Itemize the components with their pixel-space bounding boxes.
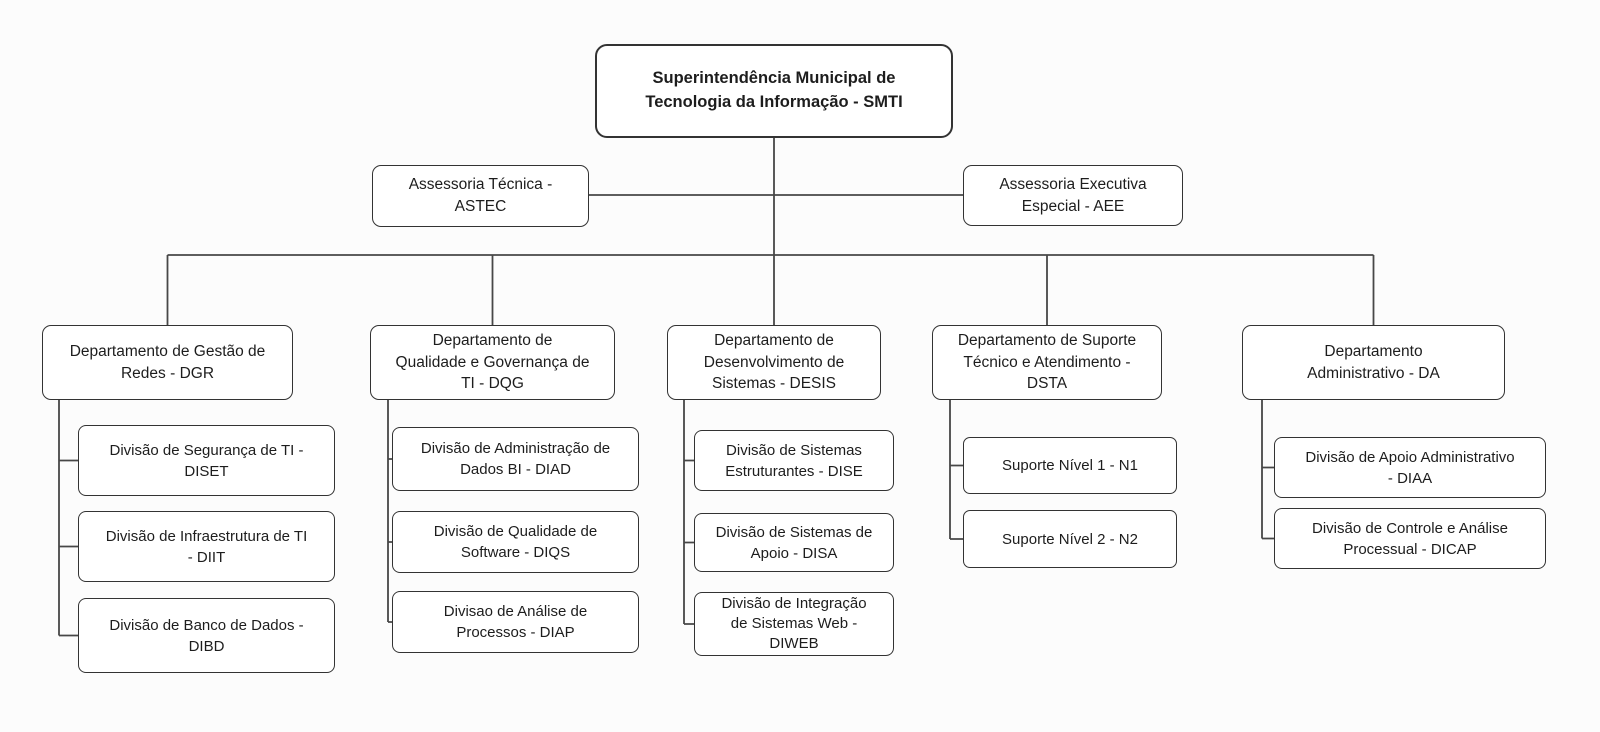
org-node-diap-label: Divisao de Análise de Processos - DIAP [443,603,588,641]
org-node-smti: Superintendência Municipal de Tecnologia… [595,44,953,138]
org-node-dsta-label: Departamento de Suporte Técnico e Atendi… [957,331,1137,393]
org-node-dqg: Departamento de Qualidade e Governança d… [370,325,615,400]
org-node-diweb: Divisão de Integração de Sistemas Web - … [694,592,894,656]
org-node-desis: Departamento de Desenvolvimento de Siste… [667,325,881,400]
org-node-diaa: Divisão de Apoio Administrativo - DIAA [1274,437,1546,498]
org-node-n1-label: Suporte Nível 1 - N1 [1002,457,1138,474]
org-node-diaa-label: Divisão de Apoio Administrativo - DIAA [1305,448,1515,487]
org-node-n2: Suporte Nível 2 - N2 [963,510,1177,568]
org-node-diit-label: Divisão de Infraestrutura de TI - DIIT [105,527,308,566]
org-node-diset: Divisão de Segurança de TI - DISET [78,425,335,496]
org-node-dgr-label: Departamento de Gestão de Redes - DGR [69,342,266,382]
org-node-diad-label: Divisão de Administração de Dados BI - D… [420,440,611,478]
org-node-dsta: Departamento de Suporte Técnico e Atendi… [932,325,1162,400]
org-node-dibd: Divisão de Banco de Dados - DIBD [78,598,335,673]
org-node-disa-label: Divisão de Sistemas de Apoio - DISA [715,523,873,562]
org-node-da: Departamento Administrativo - DA [1242,325,1505,400]
org-node-dise: Divisão de Sistemas Estruturantes - DISE [694,430,894,491]
org-node-dicap: Divisão de Controle e Análise Processual… [1274,508,1546,569]
org-node-astec-label: Assessoria Técnica - ASTEC [408,176,553,215]
org-node-diap: Divisao de Análise de Processos - DIAP [392,591,639,653]
org-node-desis-label: Departamento de Desenvolvimento de Siste… [703,331,845,393]
org-node-da-label: Departamento Administrativo - DA [1307,342,1440,382]
org-node-n2-label: Suporte Nível 2 - N2 [1002,530,1138,548]
org-node-dicap-label: Divisão de Controle e Análise Processual… [1312,519,1508,558]
org-node-aee-label: Assessoria Executiva Especial - AEE [999,175,1147,215]
org-node-dgr: Departamento de Gestão de Redes - DGR [42,325,293,400]
org-node-aee: Assessoria Executiva Especial - AEE [963,165,1183,226]
org-node-astec: Assessoria Técnica - ASTEC [372,165,589,227]
org-node-smti-label: Superintendência Municipal de Tecnologia… [645,69,903,111]
org-node-disa: Divisão de Sistemas de Apoio - DISA [694,513,894,572]
org-node-dibd-label: Divisão de Banco de Dados - DIBD [109,616,304,655]
org-node-diqs: Divisão de Qualidade de Software - DIQS [392,511,639,573]
org-node-diit: Divisão de Infraestrutura de TI - DIIT [78,511,335,582]
org-node-dqg-label: Departamento de Qualidade e Governança d… [395,331,590,393]
org-node-diset-label: Divisão de Segurança de TI - DISET [109,441,304,480]
org-node-diweb-label: Divisão de Integração de Sistemas Web - … [721,595,867,652]
org-node-diad: Divisão de Administração de Dados BI - D… [392,427,639,491]
org-node-diqs-label: Divisão de Qualidade de Software - DIQS [433,523,598,561]
org-node-dise-label: Divisão de Sistemas Estruturantes - DISE [725,441,863,480]
org-node-n1: Suporte Nível 1 - N1 [963,437,1177,494]
